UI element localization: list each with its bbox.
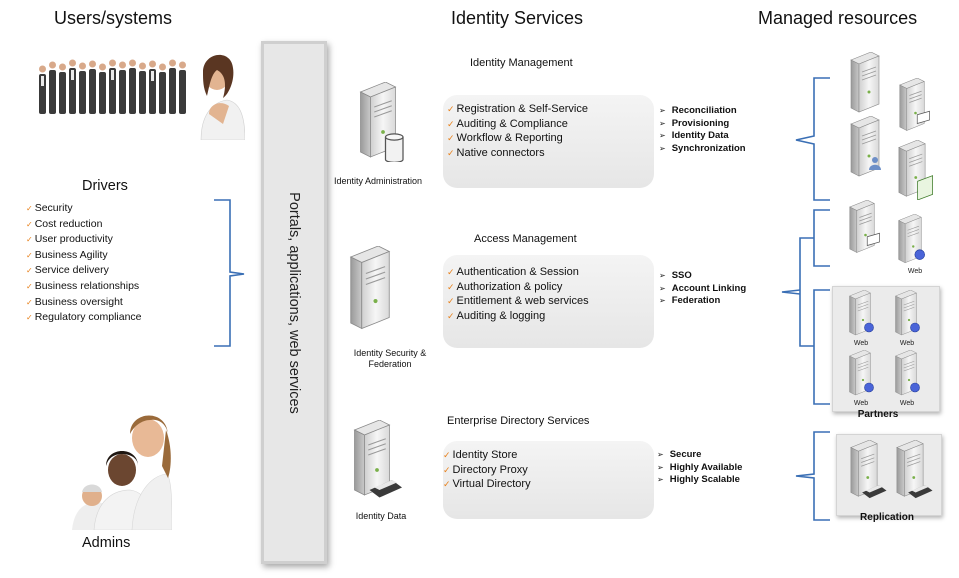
managed-server-icon [849,200,880,253]
access-management-features: Authentication & Session Authorization &… [447,265,589,323]
driver-item: Regulatory compliance [26,310,142,326]
feature-item: Native connectors [447,146,588,161]
access-resources-bracket [781,209,830,405]
portal-bar: Portals, applications, web services [261,41,327,564]
feature-item: Workflow & Reporting [447,131,588,146]
identity-resources-bracket [795,77,830,201]
access-management-title: Access Management [474,233,577,245]
web-server-icon [849,350,874,396]
driver-item: Cost reduction [26,217,142,233]
managed-server-icon [850,52,880,113]
outcome-item: Highly Scalable [657,474,742,487]
web-server-icon [895,350,920,396]
directory-services-title: Enterprise Directory Services [447,415,590,427]
outcome-item: SSO [659,270,746,283]
directory-services-outcomes: Secure Highly Available Highly Scalable [657,449,743,487]
drivers-bracket [214,199,245,347]
identity-services-title: Identity Services [451,8,584,28]
feature-item: Virtual Directory [443,477,531,492]
managed-server-icon [898,140,933,200]
web-server-icon [849,290,874,336]
feature-item: Auditing & logging [447,309,589,324]
driver-item: Business relationships [26,279,142,295]
drivers-list: Security Cost reduction User productivit… [26,201,142,326]
outcome-item: Account Linking [659,283,746,296]
replication-server-icon [896,440,933,499]
web-server-icon [895,290,920,336]
drivers-title: Drivers [82,178,128,194]
admins-label: Admins [82,535,131,551]
identity-administration-caption: Identity Administration [333,176,423,186]
identity-data-caption: Identity Data [355,511,407,521]
identity-management-title: Identity Management [470,57,573,69]
identity-data-server-icon [353,420,402,498]
identity-administration-server-icon [359,82,404,162]
managed-resources-title: Managed resources [758,8,918,28]
feature-item: Registration & Self-Service [447,102,588,117]
web-label: Web [899,340,915,347]
feature-item: Directory Proxy [443,463,531,478]
driver-item: Security [26,201,142,217]
driver-item: Business Agility [26,248,142,264]
directory-services-features: Identity Store Directory Proxy Virtual D… [443,448,531,492]
feature-item: Identity Store [443,448,531,463]
driver-item: Business oversight [26,295,142,311]
feature-item: Entitlement & web services [447,294,589,309]
users-systems-title: Users/systems [54,8,173,28]
outcome-item: Highly Available [657,462,743,475]
identity-security-server-icon [350,246,390,330]
outcome-item: Reconciliation [659,105,746,118]
users-crowd-illustration [39,54,245,140]
portal-label: Portals, applications, web services [286,191,302,414]
feature-item: Authentication & Session [447,265,589,280]
driver-item: Service delivery [26,263,142,279]
web-label: Web [899,400,915,407]
web-label: Web [853,340,869,347]
replication-server-icon [850,440,887,499]
identity-management-outcomes: Reconciliation Provisioning Identity Dat… [659,105,746,155]
managed-server-icon [850,116,881,177]
feature-item: Authorization & policy [447,280,589,295]
web-label: Web [853,400,869,407]
outcome-item: Synchronization [659,143,746,156]
web-server-icon [898,214,925,264]
web-label: Web [907,268,923,275]
outcome-item: Identity Data [659,130,746,143]
partners-label: Partners [857,409,899,420]
feature-item: Auditing & Compliance [447,117,588,132]
replication-label: Replication [860,512,914,523]
identity-management-features: Registration & Self-Service Auditing & C… [447,102,588,160]
outcome-item: Provisioning [659,118,746,131]
identity-security-caption: Identity Security & Federation [353,348,427,369]
outcome-item: Federation [659,295,746,308]
driver-item: User productivity [26,232,142,248]
admins-illustration [72,415,172,530]
outcome-item: Secure [657,449,742,462]
access-management-outcomes: SSO Account Linking Federation [659,270,746,308]
managed-server-icon [899,78,930,131]
directory-resources-bracket [795,431,830,521]
